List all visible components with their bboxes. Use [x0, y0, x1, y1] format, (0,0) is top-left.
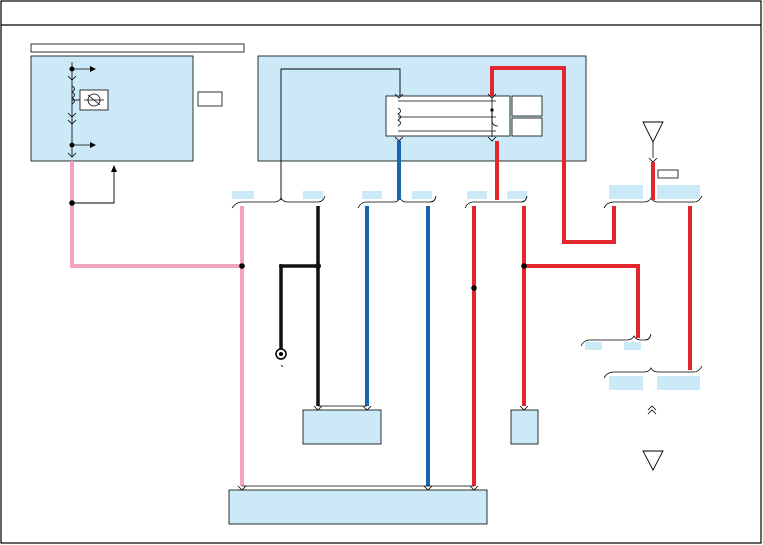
feedback-arrow-head [111, 165, 117, 172]
left-chevron-1 [67, 75, 77, 81]
connector-tag-f [507, 191, 527, 199]
bottom-chevron-2 [423, 485, 433, 491]
lower-left-chevron-1 [313, 405, 323, 411]
left-arrow-top-head [90, 66, 96, 72]
inner-coil [397, 107, 401, 127]
splice-red-mid [521, 263, 527, 269]
left-chevron-3 [67, 119, 77, 125]
lower-mid-chevron [519, 405, 529, 411]
connector-fork-icon [231, 195, 326, 209]
inner-chevron-r2 [487, 136, 497, 142]
ground-eyelet-icon [275, 348, 287, 360]
junction-top-tag [657, 169, 679, 179]
left-coil [71, 85, 75, 105]
connector-tag-h [657, 185, 700, 199]
connector-tag-a [232, 191, 254, 199]
ground-tick [280, 364, 284, 368]
wire-pink [70, 161, 242, 268]
splice-black-2 [279, 264, 283, 268]
lower-mid-component [510, 409, 539, 445]
left-module-tag [197, 91, 223, 107]
wire-red-top-loop [490, 66, 616, 244]
splice-pink-right [239, 263, 245, 269]
center-tag-1 [511, 95, 543, 117]
connector-fork-icon [580, 333, 652, 347]
connector-tag-lr1 [585, 342, 602, 350]
wire-red-branch [524, 264, 640, 338]
bottom-chevron-1 [237, 485, 247, 491]
lower-left-component [302, 409, 382, 445]
relay-icon [84, 93, 104, 107]
splice-black-1 [315, 263, 321, 269]
connector-fork-icon [464, 195, 528, 209]
left-chevron-4 [67, 152, 77, 158]
connector-tag-b [303, 191, 323, 199]
connector-tag-d [412, 191, 432, 199]
left-module [30, 55, 194, 162]
location-note-box [30, 43, 245, 53]
triangle-ground-icon [642, 121, 664, 144]
left-chevron-2 [67, 112, 77, 118]
triangle-ground-icon [642, 450, 664, 471]
connector-tag-e [467, 191, 487, 199]
center-inner-box [385, 95, 511, 137]
connector-tag-c [362, 191, 382, 199]
connector-tag-g [609, 185, 643, 199]
chevron-up-2 [647, 409, 657, 415]
bottom-module [228, 489, 488, 525]
connector-fork-icon [603, 365, 703, 379]
connector-tag-lr2 [624, 342, 641, 350]
inner-chevron-l1 [394, 93, 404, 99]
connector-tag-lr4 [657, 376, 700, 390]
lower-left-chevron-2 [362, 405, 372, 411]
left-arrow-bottom-head [90, 142, 96, 148]
center-tag-2 [511, 117, 543, 137]
center-internal-loop [280, 68, 401, 200]
chevron-up-1 [647, 405, 657, 411]
connector-tag-lr3 [609, 376, 643, 390]
splice-red-left [471, 285, 477, 291]
wire-black-feedback [72, 172, 115, 204]
bottom-chevron-3 [469, 485, 479, 491]
